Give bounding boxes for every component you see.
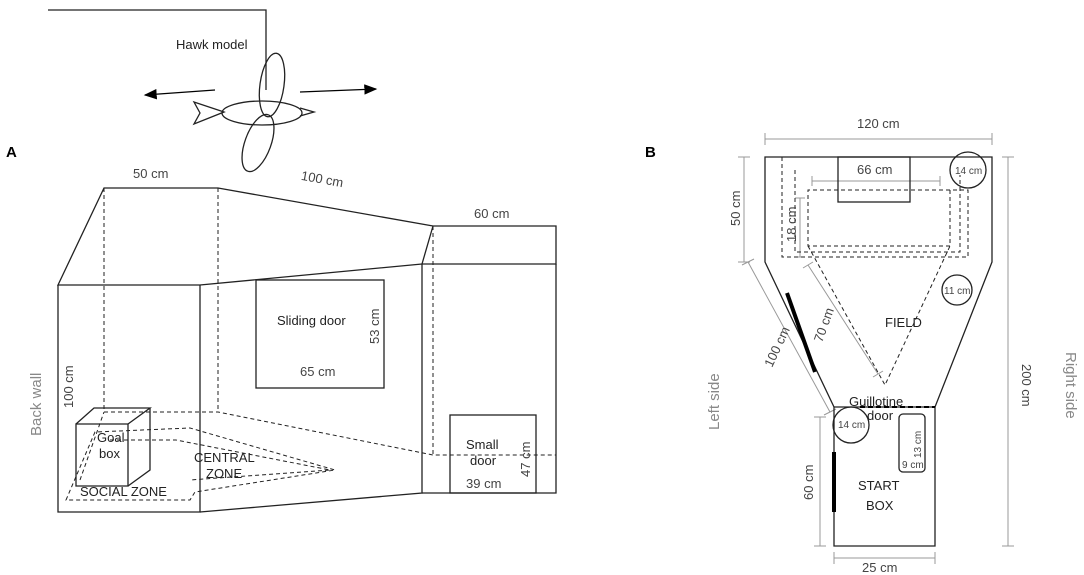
dim-circle-mid: 11 cm: [944, 286, 971, 297]
dim-bottom-width: 25 cm: [862, 560, 897, 575]
bird-body-icon: [221, 100, 303, 126]
dim-inner-width: 66 cm: [857, 162, 892, 177]
panel-a-label: A: [6, 144, 17, 161]
right-arrow-icon: [299, 84, 378, 95]
small-door-shape: [449, 414, 537, 494]
dim-total-height: 200 cm: [1019, 364, 1034, 407]
dim-start-height: 60 cm: [801, 465, 816, 500]
panel-b-floorplan: 120 cm 66 cm 14 cm 50 cm 18 cm 11 cm 70 …: [706, 116, 1079, 575]
start-box-label-1: START: [858, 478, 899, 493]
right-side-label: Right side: [1062, 352, 1079, 419]
hawk-model-label: Hawk model: [176, 37, 248, 52]
dim-upper-height: 50 cm: [728, 191, 743, 226]
guillotine-door-label-2: door: [867, 408, 894, 423]
left-side-label: Left side: [706, 373, 723, 430]
central-zone-label-2: ZONE: [206, 466, 242, 481]
goal-box-label-1: Goal: [97, 430, 125, 445]
dim-diagonal-outer: 100 cm: [761, 324, 793, 369]
guillotine-door-label-1: Guillotine: [849, 394, 903, 409]
dim-top-right: 60 cm: [474, 206, 509, 221]
small-door-label-1: Small: [466, 437, 499, 452]
dim-top-width: 120 cm: [857, 116, 900, 131]
dim-top-left: 50 cm: [133, 166, 168, 181]
dim-circle-top: 14 cm: [955, 166, 982, 177]
dim-diagonal-inner: 70 cm: [811, 306, 837, 344]
bird-wing-upper-icon: [258, 52, 286, 118]
start-box-label-2: BOX: [866, 498, 894, 513]
panel-a-apparatus: 50 cm 100 cm 60 cm 100 cm Back wall Slid…: [28, 166, 557, 513]
social-zone-label: SOCIAL ZONE: [80, 484, 167, 499]
central-zone-label-1: CENTRAL: [194, 450, 255, 465]
bird-wing-lower-icon: [241, 113, 275, 173]
sliding-door-label: Sliding door: [277, 313, 346, 328]
bird-tail-icon: [192, 100, 226, 126]
left-arrow-icon: [143, 88, 216, 100]
dim-rect-height: 13 cm: [913, 431, 924, 458]
dim-inner-height: 18 cm: [784, 207, 799, 242]
small-door-height: 47 cm: [518, 442, 533, 477]
field-label: FIELD: [885, 315, 922, 330]
small-door-width: 39 cm: [466, 476, 501, 491]
dim-back-height: 100 cm: [61, 365, 76, 408]
dim-circle-start: 14 cm: [838, 420, 865, 431]
dim-top-middle: 100 cm: [300, 168, 345, 190]
hawk-model-illustration: Hawk model: [48, 9, 378, 173]
sliding-door-width: 65 cm: [300, 364, 335, 379]
sliding-door-shape: [255, 279, 385, 389]
back-wall-label: Back wall: [28, 373, 45, 436]
small-door-label-2: door: [470, 453, 497, 468]
goal-box-label-2: box: [99, 446, 120, 461]
dim-rect-width: 9 cm: [902, 460, 924, 471]
panel-b-label: B: [645, 144, 656, 161]
sliding-door-height: 53 cm: [367, 309, 382, 344]
